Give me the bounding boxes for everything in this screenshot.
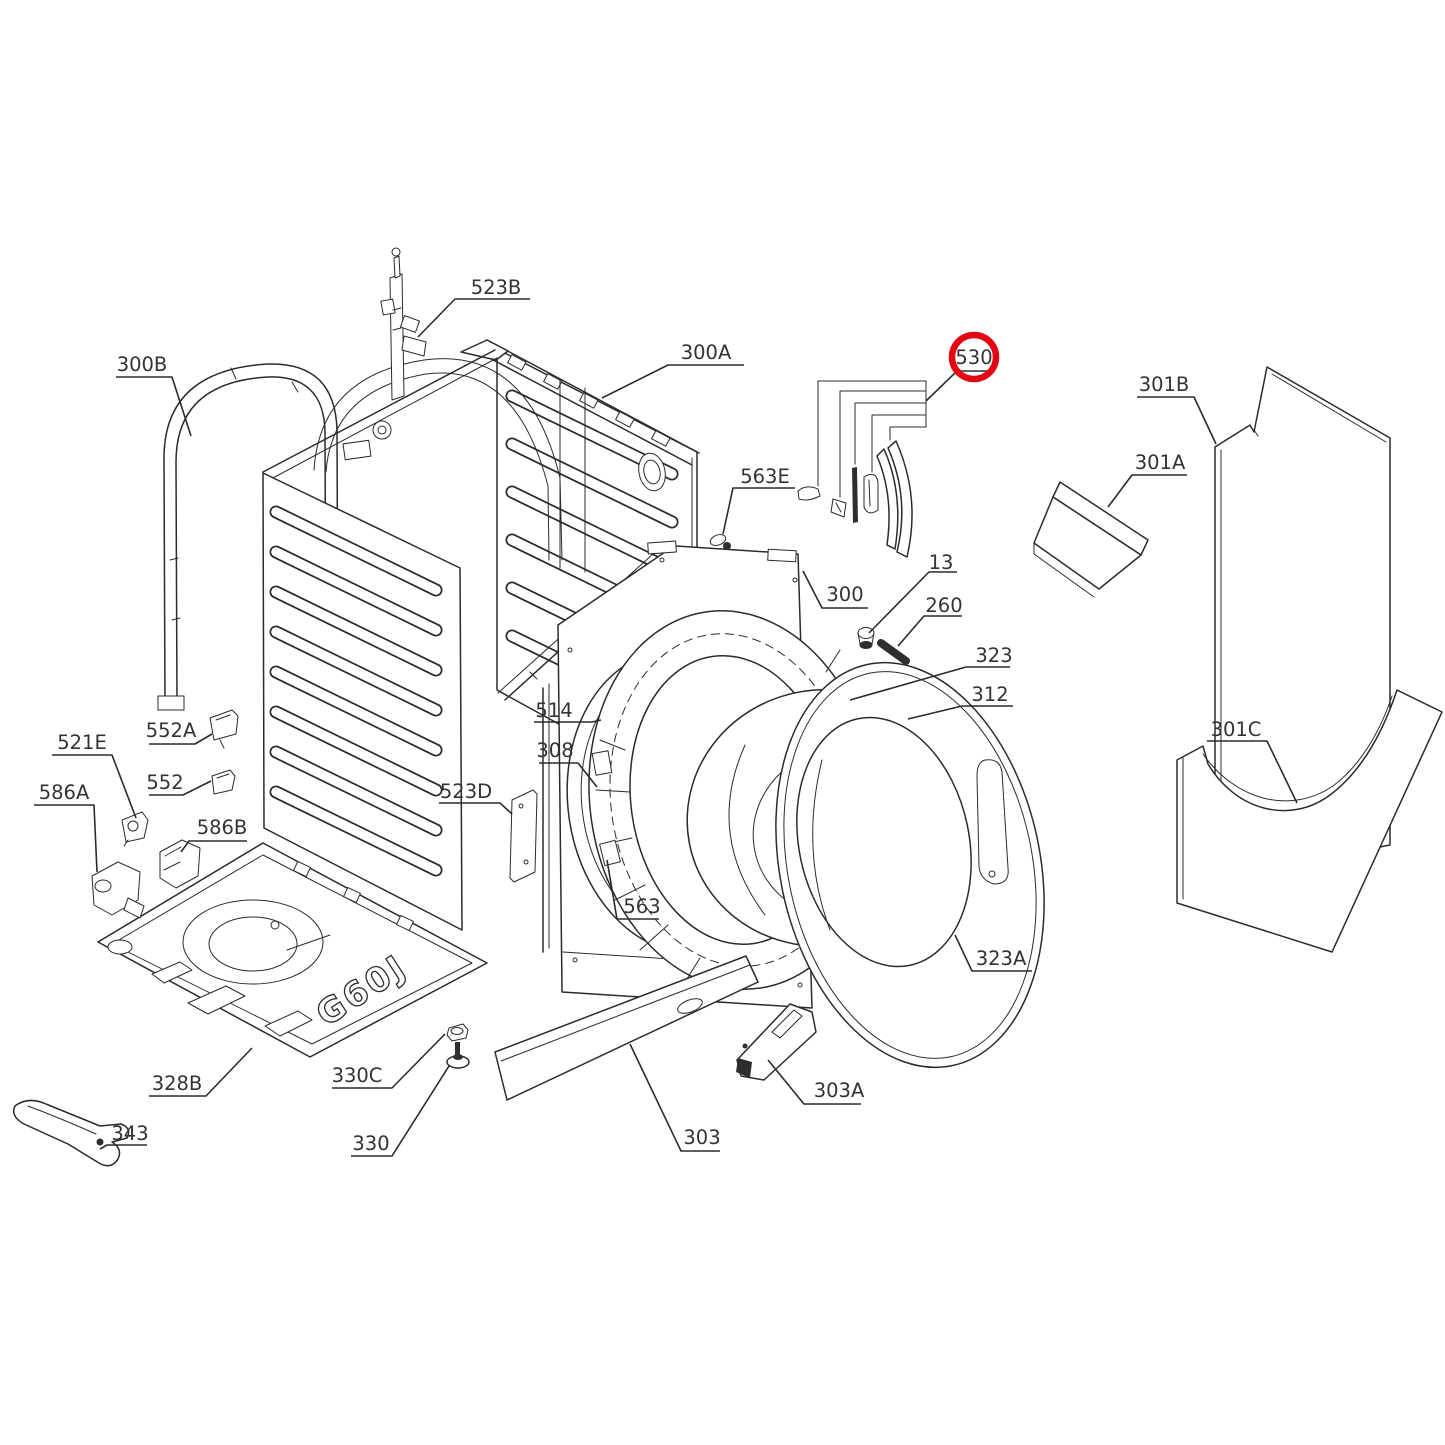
part-label-301B: 301B <box>1139 373 1190 396</box>
leader-line-323 <box>849 666 1010 701</box>
leader-line-563E <box>722 487 795 535</box>
part-label-563E: 563E <box>740 465 790 488</box>
leader-line-260 <box>897 615 962 647</box>
part-303-kick-strip <box>494 955 759 1101</box>
part-label-563: 563 <box>623 895 660 918</box>
leader-line-301B <box>1137 396 1217 445</box>
leader-line-552A <box>149 733 213 745</box>
leader-line-301C <box>1207 740 1298 804</box>
part-552-clip <box>211 769 236 795</box>
part-303A-bracket <box>736 1003 817 1081</box>
leader-line-343 <box>99 1144 147 1150</box>
part-301C-insulation-panel <box>1176 689 1443 953</box>
part-label-312: 312 <box>971 683 1008 706</box>
part-260-pin <box>877 639 910 665</box>
part-labels: 300B 523B 300A 530 301B 301A 563E 13 300 260 323 31… <box>39 276 1262 1155</box>
part-label-301A: 301A <box>1135 451 1186 474</box>
part-343-wrench <box>12 1099 130 1167</box>
leader-line-328B <box>149 1047 253 1097</box>
part-330-foot <box>446 1042 470 1069</box>
part-label-530: 530 <box>955 346 992 369</box>
part-330C-nut <box>446 1023 469 1042</box>
part-563E-screw <box>709 534 731 550</box>
part-label-586B: 586B <box>197 816 248 839</box>
leader-line-300B <box>116 376 192 437</box>
part-586A-clip <box>91 861 145 919</box>
leader-line-300 <box>802 570 868 609</box>
part-label-521E: 521E <box>57 731 107 754</box>
part-label-343: 343 <box>111 1122 148 1145</box>
leader-line-13 <box>868 571 957 634</box>
part-586B-clip <box>159 839 201 889</box>
leader-line-301A <box>1107 474 1187 508</box>
highlight-circle <box>948 331 1000 383</box>
leader-line-303A <box>767 1059 861 1105</box>
part-label-523B: 523B <box>471 276 522 299</box>
leader-line-300A <box>601 364 744 399</box>
leader-lines <box>34 298 1298 1157</box>
part-label-330C: 330C <box>332 1064 383 1087</box>
part-label-300B: 300B <box>117 353 168 376</box>
part-label-552A: 552A <box>146 719 197 742</box>
part-label-323A: 323A <box>976 947 1027 970</box>
part-label-514: 514 <box>535 699 572 722</box>
part-300-left-panel <box>262 472 463 931</box>
part-300A-top-rail <box>460 339 700 466</box>
part-label-303: 303 <box>683 1126 720 1149</box>
part-label-303A: 303A <box>814 1079 865 1102</box>
leader-line-586B <box>180 840 247 853</box>
leader-line-552 <box>149 780 212 796</box>
leader-line-523B <box>417 298 530 338</box>
leader-line-563 <box>606 859 659 920</box>
part-label-323: 323 <box>975 644 1012 667</box>
part-label-328B: 328B <box>152 1072 203 1095</box>
leader-line-523D <box>439 802 513 815</box>
part-label-586A: 586A <box>39 781 90 804</box>
part-label-300A: 300A <box>681 341 732 364</box>
part-328B-base-plate: G60J <box>97 842 488 1058</box>
part-label-308: 308 <box>536 739 573 762</box>
part-label-552: 552 <box>146 771 183 794</box>
part-label-300: 300 <box>826 583 863 606</box>
part-label-260: 260 <box>925 594 962 617</box>
leader-line-330 <box>351 1065 450 1157</box>
part-521E-clip <box>121 811 149 847</box>
leader-line-303 <box>629 1043 720 1152</box>
part-label-523D: 523D <box>440 780 492 803</box>
cabinet-interior <box>313 358 666 573</box>
leader-line-312 <box>907 705 1013 720</box>
part-label-301C: 301C <box>1211 718 1262 741</box>
leader-line-586A <box>34 804 98 873</box>
leader-line-514 <box>534 719 602 723</box>
part-301A-insulation-panel <box>1033 481 1149 598</box>
leader-line-330C <box>332 1033 446 1089</box>
part-552A-clip <box>209 709 239 749</box>
leader-line-308 <box>539 762 598 788</box>
part-13-cap <box>857 627 875 649</box>
leader-line-521E <box>52 754 137 819</box>
part-323A-door-ring <box>775 661 1045 1069</box>
part-523D-plate <box>509 789 538 883</box>
part-523B-bracket <box>380 247 427 401</box>
part-label-330: 330 <box>352 1132 389 1155</box>
part-label-13: 13 <box>929 551 954 574</box>
part-530-handle-kit <box>797 380 927 558</box>
leader-line-323A <box>954 934 1032 972</box>
